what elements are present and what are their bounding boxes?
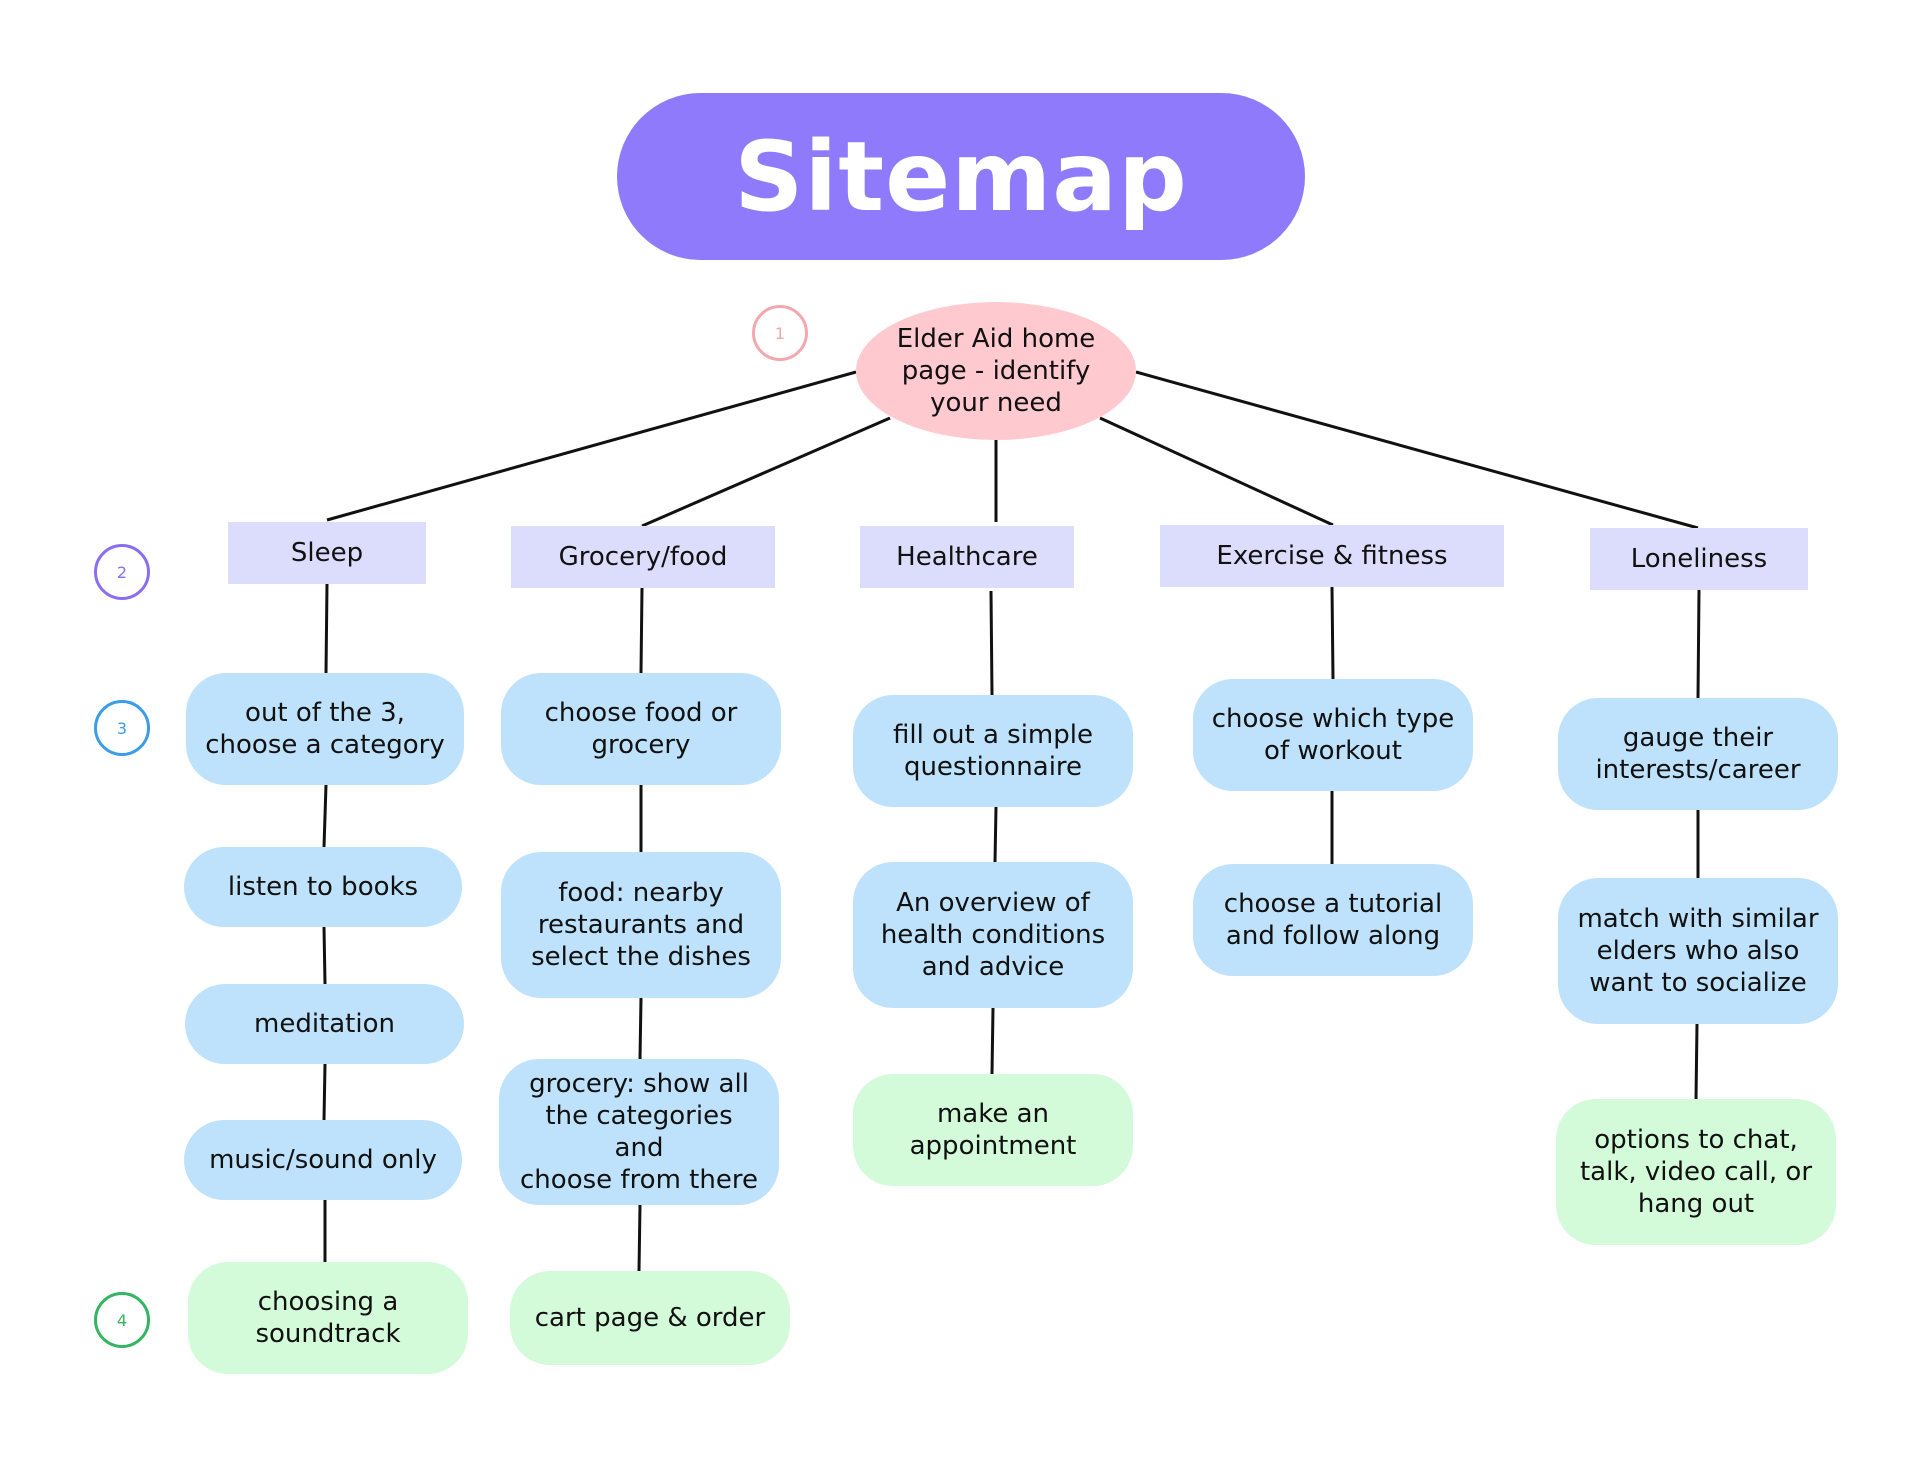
sleep-step-music-sound-only: music/sound only bbox=[184, 1120, 462, 1200]
level-3-badge: 3 bbox=[94, 700, 150, 756]
grocery-step-food-restaurants: food: nearby restaurants and select the … bbox=[501, 852, 781, 998]
category-grocery-food: Grocery/food bbox=[511, 526, 775, 588]
grocery-step-grocery-categories: grocery: show all the categories and cho… bbox=[499, 1059, 779, 1205]
exercise-step-tutorial: choose a tutorial and follow along bbox=[1193, 864, 1473, 976]
root-to-exercise-line bbox=[1099, 416, 1334, 527]
sleep-step-choose-category: out of the 3, choose a category bbox=[186, 673, 464, 785]
sleep-final-choosing-soundtrack: choosing a soundtrack bbox=[188, 1262, 468, 1374]
loneliness-link-3-line bbox=[1694, 1023, 1699, 1100]
loneliness-step-match-elders: match with similar elders who also want … bbox=[1558, 878, 1838, 1024]
sleep-step-listen-to-books: listen to books bbox=[184, 847, 462, 927]
title-banner: Sitemap bbox=[617, 93, 1305, 260]
root-to-grocery-line bbox=[641, 416, 891, 528]
sleep-step-meditation: meditation bbox=[185, 984, 464, 1064]
grocery-link-3-line bbox=[638, 997, 643, 1060]
healthcare-final-make-appointment: make an appointment bbox=[853, 1074, 1133, 1186]
level-4-badge: 4 bbox=[94, 1292, 150, 1348]
healthcare-link-1-line bbox=[989, 590, 994, 696]
grocery-final-cart-page-order: cart page & order bbox=[510, 1271, 790, 1365]
exercise-step-workout-type: choose which type of workout bbox=[1193, 679, 1473, 791]
root-home-node: Elder Aid home page - identify your need bbox=[856, 302, 1136, 440]
grocery-link-4-line bbox=[637, 1204, 642, 1272]
loneliness-link-1-line bbox=[1696, 589, 1701, 699]
healthcare-step-overview: An overview of health conditions and adv… bbox=[853, 862, 1133, 1008]
sleep-link-4-line bbox=[322, 1063, 327, 1121]
category-sleep: Sleep bbox=[228, 522, 426, 584]
category-healthcare: Healthcare bbox=[860, 526, 1074, 588]
level-1-badge: 1 bbox=[752, 305, 808, 361]
sleep-link-2-line bbox=[322, 784, 328, 848]
root-to-loneliness-line bbox=[1135, 370, 1699, 530]
loneliness-step-gauge-interests: gauge their interests/career bbox=[1558, 698, 1838, 810]
grocery-step-choose-food-or-grocery: choose food or grocery bbox=[501, 673, 781, 785]
healthcare-link-3-line bbox=[990, 1007, 995, 1075]
exercise-link-1-line bbox=[1330, 586, 1335, 680]
loneliness-final-options-to-chat: options to chat, talk, video call, or ha… bbox=[1556, 1099, 1836, 1245]
sleep-link-1-line bbox=[324, 583, 329, 674]
level-2-badge: 2 bbox=[94, 544, 150, 600]
sleep-link-3-line bbox=[322, 926, 327, 985]
category-loneliness: Loneliness bbox=[1590, 528, 1808, 590]
healthcare-link-2-line bbox=[993, 806, 998, 863]
category-exercise-fitness: Exercise & fitness bbox=[1160, 525, 1504, 587]
healthcare-step-questionnaire: fill out a simple questionnaire bbox=[853, 695, 1133, 807]
grocery-link-1-line bbox=[639, 587, 644, 674]
root-to-sleep-line bbox=[326, 370, 857, 522]
page-title: Sitemap bbox=[734, 120, 1188, 233]
